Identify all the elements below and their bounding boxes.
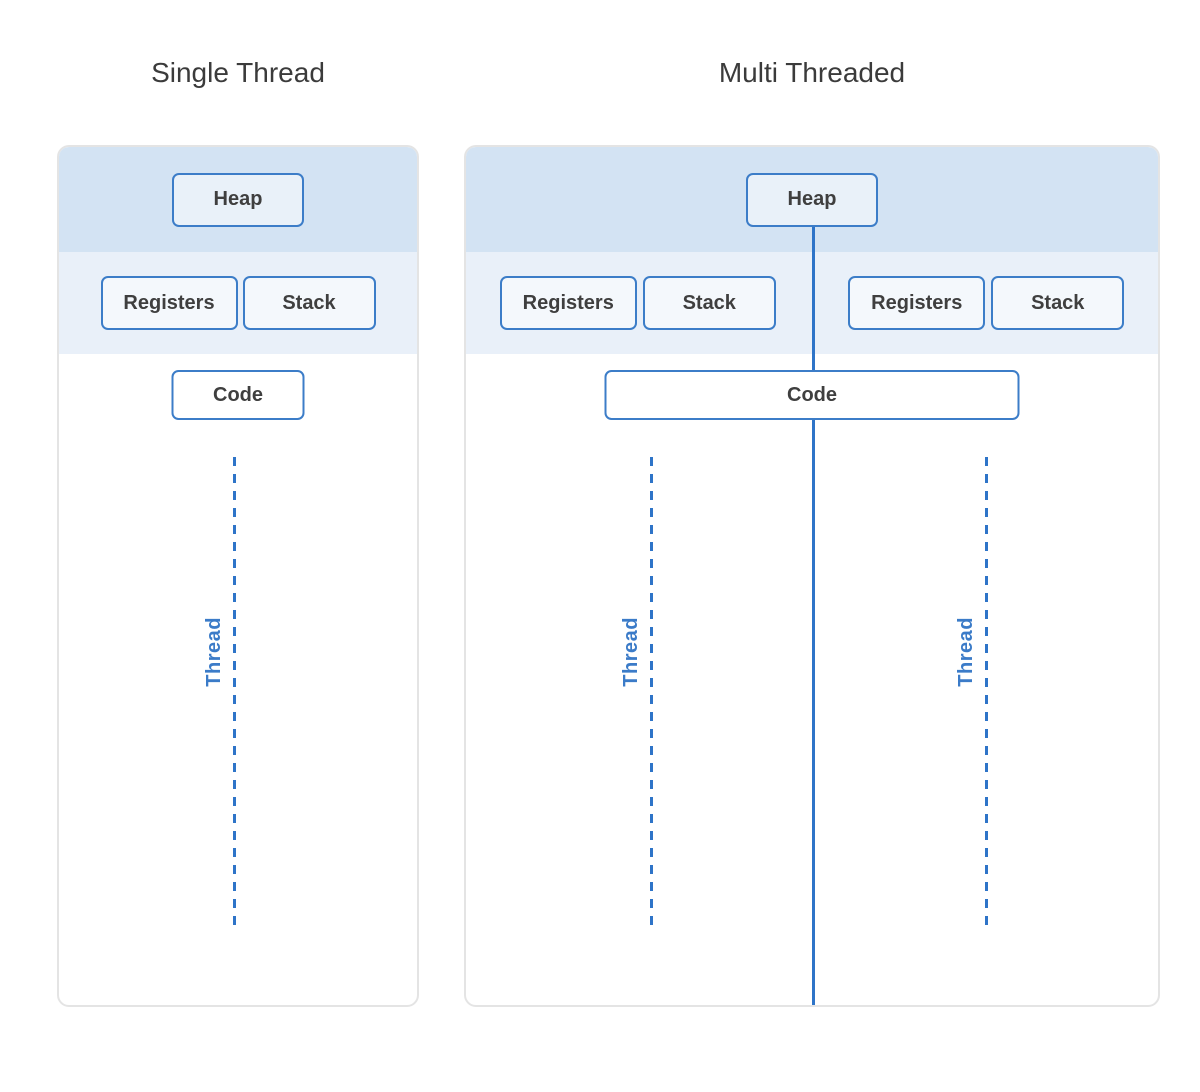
thread-label: Thread bbox=[954, 617, 977, 687]
heap-box: Heap bbox=[746, 172, 878, 227]
single-thread-title: Single Thread bbox=[151, 57, 325, 88]
registers-box: Registers bbox=[848, 276, 986, 330]
multi-threaded-panel: Heap Registers Stack Registers Stack Cod… bbox=[464, 145, 1160, 1007]
registers-label: Registers bbox=[871, 291, 963, 314]
stack-label: Stack bbox=[682, 291, 736, 314]
heap-label: Heap bbox=[213, 188, 263, 210]
code-label: Code bbox=[787, 383, 837, 406]
registers-box: Registers bbox=[100, 276, 238, 330]
stack-label: Stack bbox=[1031, 291, 1085, 314]
single-registers-stack-band: Registers Stack bbox=[59, 252, 417, 354]
main-thread-solid-line bbox=[812, 226, 815, 1005]
thread-label-wrap: Thread bbox=[201, 602, 227, 702]
thread-label: Thread bbox=[202, 617, 225, 687]
code-label: Code bbox=[213, 383, 263, 406]
registers-box: Registers bbox=[499, 276, 637, 330]
thread1-dashed-line bbox=[650, 457, 653, 927]
single-thread-panel: Heap Registers Stack Code Thread bbox=[57, 145, 419, 1007]
stack-box: Stack bbox=[991, 276, 1125, 330]
thread-dashed-line bbox=[233, 457, 236, 927]
thread1-registers-stack-group: Registers Stack bbox=[466, 276, 810, 330]
thread2-dashed-line bbox=[985, 457, 988, 927]
heap-box: Heap bbox=[172, 172, 304, 227]
registers-label: Registers bbox=[123, 291, 215, 314]
multi-threaded-title: Multi Threaded bbox=[718, 57, 906, 88]
heap-label: Heap bbox=[787, 188, 837, 210]
thread2-registers-stack-group: Registers Stack bbox=[815, 276, 1159, 330]
stack-label: Stack bbox=[282, 291, 336, 314]
code-box: Code bbox=[604, 370, 1020, 420]
stack-box: Stack bbox=[242, 276, 376, 330]
thread2-label-wrap: Thread bbox=[953, 602, 979, 702]
single-heap-band: Heap bbox=[59, 147, 417, 252]
thread1-label-wrap: Thread bbox=[618, 602, 644, 702]
registers-label: Registers bbox=[522, 291, 614, 314]
stack-box: Stack bbox=[642, 276, 776, 330]
code-box: Code bbox=[171, 370, 305, 420]
thread-label: Thread bbox=[619, 617, 642, 687]
